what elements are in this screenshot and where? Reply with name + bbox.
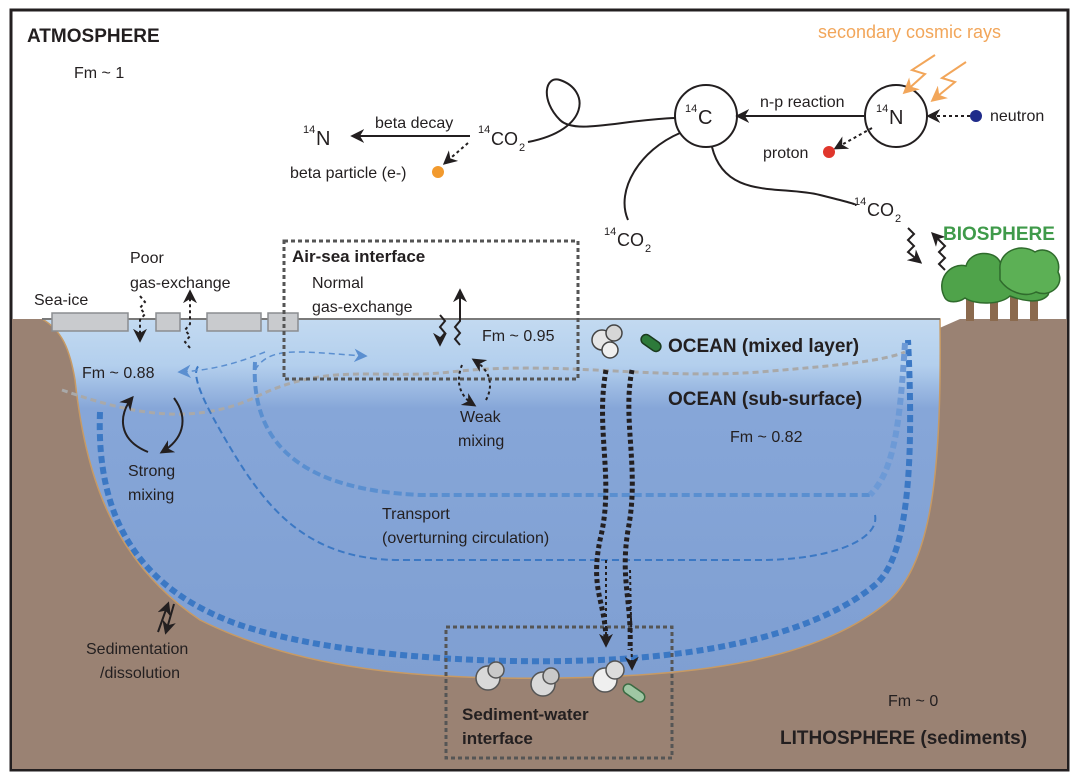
carbon-14-mass: 14 xyxy=(685,103,697,115)
sedimentation-line1: Sedimentation xyxy=(86,641,188,658)
cosmic-rays-label: secondary cosmic rays xyxy=(818,22,1001,42)
upper-circulation-path xyxy=(252,361,870,497)
normal-gas-exchange-arrow-up xyxy=(453,288,467,346)
co2-biosphere-symbol: CO xyxy=(867,200,894,220)
biosphere-label: BIOSPHERE xyxy=(943,224,1055,245)
biosphere-exchange-arrow-1 xyxy=(906,227,923,264)
strong-mixing-arrow-up xyxy=(119,395,149,453)
proton-label: proton xyxy=(763,145,808,162)
right-upwelling-path xyxy=(867,342,908,498)
strong-mixing-line2: mixing xyxy=(128,487,174,504)
dissolution-arrow xyxy=(157,601,171,633)
lithosphere-label: LITHOSPHERE (sediments) xyxy=(780,728,1027,749)
sea-ice xyxy=(51,312,299,332)
strong-mixing-arrow-down xyxy=(159,397,184,454)
deep-circulation-path xyxy=(96,339,914,665)
co2-ocean-mass: 14 xyxy=(604,226,616,238)
c14-loop-to-co2 xyxy=(527,78,676,143)
weak-mixing-line2: mixing xyxy=(458,433,504,450)
lithosphere-ground xyxy=(12,319,1067,769)
transport-line1: Transport xyxy=(382,506,450,523)
fm-polar: Fm ~ 0.88 xyxy=(82,365,155,382)
nitrogen-14-symbol: N xyxy=(889,107,903,129)
air-sea-interface-label: Air-sea interface xyxy=(292,247,425,266)
beta-particle-dot xyxy=(432,166,444,178)
weak-mixing-arrow-up xyxy=(471,358,491,401)
neutron-label: neutron xyxy=(990,108,1044,125)
weak-mixing-line1: Weak xyxy=(460,409,502,426)
cosmic-ray-2 xyxy=(930,61,967,103)
normal-gas-exchange-arrow-down xyxy=(433,314,447,347)
c14-to-ocean-co2 xyxy=(623,132,681,221)
sinking-particle-path-2-tail xyxy=(624,569,639,671)
sediment-water-line1: Sediment-water xyxy=(462,705,589,724)
co2-decay-symbol: CO xyxy=(491,129,518,149)
co2-biosphere-mass: 14 xyxy=(854,196,866,208)
biosphere-exchange-arrow-2 xyxy=(931,232,947,271)
ocean-mixed-layer-label: OCEAN (mixed layer) xyxy=(668,336,859,357)
n-p-reaction-label: n-p reaction xyxy=(760,94,845,111)
mixed-layer-boundary xyxy=(61,350,906,416)
proton-arrow xyxy=(833,127,873,150)
sedimentation-arrow xyxy=(162,603,176,635)
poor-gas-exchange-line2: gas-exchange xyxy=(130,275,231,292)
polar-current-arrow xyxy=(177,351,266,379)
poor-gas-exchange-line1: Poor xyxy=(130,250,164,267)
transport-line2: (overturning circulation) xyxy=(382,530,549,547)
nitrogen-product-symbol: N xyxy=(316,128,330,150)
ocean-sub-surface-label: OCEAN (sub-surface) xyxy=(668,389,862,410)
ocean-basin xyxy=(41,318,941,679)
fm-mixed-layer: Fm ~ 0.95 xyxy=(482,328,555,345)
co2-ocean-symbol: CO xyxy=(617,230,644,250)
beta-particle-arrow xyxy=(442,142,469,165)
c14-to-biosphere-co2 xyxy=(711,146,857,206)
strong-mixing-line1: Strong xyxy=(128,463,175,480)
surface-current-arrow xyxy=(254,348,368,371)
fm-sub-surface: Fm ~ 0.82 xyxy=(730,429,803,446)
normal-gas-exchange-line1: Normal xyxy=(312,275,364,292)
foraminifera-surface xyxy=(591,324,623,359)
proton-dot xyxy=(823,146,835,158)
co2-biosphere-sub: 2 xyxy=(895,213,901,225)
co2-decay-mass: 14 xyxy=(478,124,490,136)
fm-lithosphere: Fm ~ 0 xyxy=(888,693,938,710)
poor-gas-exchange-arrow-up xyxy=(183,289,197,349)
sea-ice-label: Sea-ice xyxy=(34,292,88,309)
nitrogen-14-mass: 14 xyxy=(876,103,888,115)
sediment-water-line2: interface xyxy=(462,729,533,748)
cosmic-ray-1 xyxy=(902,54,936,95)
co2-ocean-sub: 2 xyxy=(645,243,651,255)
sediment-water-interface-box xyxy=(444,625,674,760)
nitrogen-product-mass: 14 xyxy=(303,124,315,136)
poor-gas-exchange-arrow-down xyxy=(133,295,147,343)
biosphere-trees xyxy=(941,247,1061,321)
atmosphere-label: ATMOSPHERE xyxy=(27,26,160,47)
fm-atmosphere: Fm ~ 1 xyxy=(74,65,124,82)
sinking-particle-path-2 xyxy=(622,369,635,651)
normal-gas-exchange-line2: gas-exchange xyxy=(312,299,413,316)
carbon-14-symbol: C xyxy=(698,107,712,129)
beta-decay-label: beta decay xyxy=(375,115,453,132)
beta-particle-label: beta particle (e-) xyxy=(290,165,407,182)
neutron-dot xyxy=(970,110,982,122)
sediment-shells xyxy=(475,660,625,697)
air-sea-interface-box xyxy=(282,239,580,381)
sedimentation-line2: /dissolution xyxy=(100,665,180,682)
co2-decay-sub: 2 xyxy=(519,142,525,154)
diatom-sediment xyxy=(622,683,646,703)
sinking-particle-path-1 xyxy=(594,369,609,641)
diatom-surface xyxy=(640,333,662,353)
inner-circulation-path xyxy=(195,364,877,561)
